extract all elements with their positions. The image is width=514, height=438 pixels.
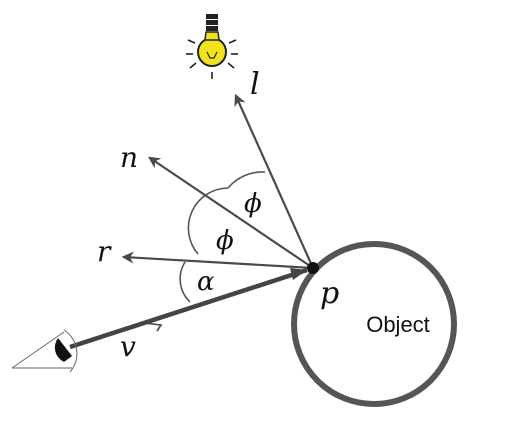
object-label: Object — [366, 312, 430, 337]
angle-arc-phi-lower — [187, 187, 229, 255]
label-r: r — [97, 235, 112, 268]
label-l: l — [250, 67, 260, 102]
angle-arc-phi-upper — [227, 171, 266, 189]
label-n: n — [120, 141, 138, 174]
point-p-dot — [307, 262, 319, 274]
eye-icon — [11, 329, 78, 373]
view-direction-arrow-icon — [143, 322, 163, 332]
angle-arc-alpha — [179, 261, 191, 303]
label-alpha: α — [197, 267, 215, 297]
reflect-vector-r — [121, 251, 314, 270]
label-v: v — [120, 330, 136, 363]
object-circle — [291, 241, 457, 407]
normal-vector-n — [147, 156, 314, 269]
light-vector-l — [234, 93, 315, 269]
label-phi-lower: ϕ — [216, 226, 234, 256]
view-arrowhead — [290, 268, 307, 280]
view-vector-v — [69, 267, 308, 350]
label-phi-upper: ϕ — [244, 189, 262, 219]
light-bulb-icon — [186, 14, 238, 79]
label-p: p — [320, 276, 339, 311]
